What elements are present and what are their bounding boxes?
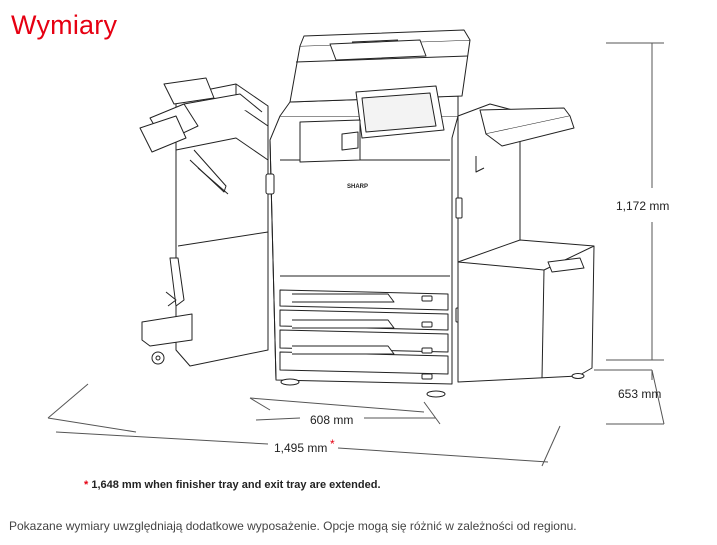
- total-width-label: 1,495 mm: [274, 441, 327, 455]
- main-unit: [265, 95, 463, 398]
- total-width-mark: *: [330, 437, 335, 451]
- caption: Pokazane wymiary uwzględniają dodatkowe …: [9, 519, 577, 533]
- height-label: 1,172 mm: [616, 199, 669, 213]
- large-capacity-tray: [457, 239, 595, 383]
- device-logo: SHARP: [347, 184, 368, 190]
- footnote-mark: *: [84, 479, 89, 491]
- body-width-label: 608 mm: [310, 413, 353, 427]
- footnote: * 1,648 mm when finisher tray and exit t…: [84, 479, 381, 491]
- depth-label: 653 mm: [618, 387, 661, 401]
- exit-tray: [455, 103, 575, 263]
- finisher: [139, 77, 269, 367]
- page-title: Wymiary: [11, 10, 118, 40]
- footnote-text: 1,648 mm when finisher tray and exit tra…: [88, 479, 381, 491]
- scanner: [289, 29, 471, 163]
